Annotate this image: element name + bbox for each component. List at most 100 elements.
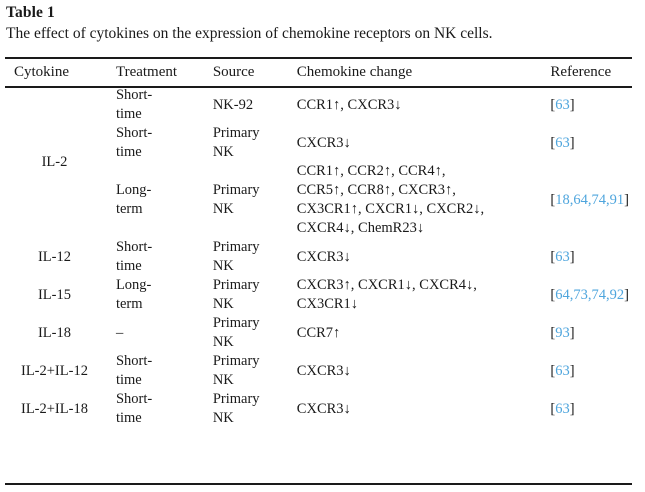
source-label: NK-92: [212, 96, 254, 113]
reference-bracket-open: [: [550, 324, 556, 341]
cell-chemokine-change: CXCR3↓: [292, 238, 516, 276]
chemokine-change-lines: CXCR3↓: [297, 248, 516, 267]
cytokine-label: IL-2: [41, 153, 68, 170]
chemokine-change-line: CX3CR1↑, CXCR1↓, CXCR2↓,: [296, 201, 485, 217]
table-header: Cytokine Treatment Source Chemokine chan…: [5, 59, 632, 86]
reference-number[interactable]: 64: [573, 191, 588, 208]
cell-reference: [64,73,74,92]: [515, 276, 632, 314]
cell-cytokine: IL-2: [5, 86, 109, 238]
table-label: Table 1: [6, 4, 55, 21]
reference-bracket-close: ]: [624, 191, 629, 208]
reference-bracket-open: [: [550, 400, 556, 417]
reference-bracket-close: ]: [569, 134, 575, 151]
cell-source: Primary NK: [204, 352, 292, 390]
reference-bracket-open: [: [550, 286, 556, 303]
chemokine-change-line: CCR1↑, CXCR3↓: [296, 96, 402, 113]
cytokine-label: IL-18: [37, 324, 71, 341]
table-caption-text: The effect of cytokines on the expressio…: [6, 25, 493, 42]
reference-bracket-close: ]: [569, 324, 575, 341]
reference-bracket-open: [: [550, 134, 556, 151]
reference-number[interactable]: 63: [555, 134, 570, 151]
source-label: Primary NK: [212, 239, 260, 274]
column-header-treatment: Treatment: [115, 64, 178, 80]
column-header-cytokine: Cytokine: [14, 64, 69, 80]
table-row: IL-2 Short-time NK-92 CCR1↑, CXCR3↓ [63]: [5, 86, 632, 170]
reference-number[interactable]: 74: [591, 286, 606, 303]
table-header-rule: [5, 86, 632, 88]
treatment-label: Short-time: [115, 125, 153, 160]
reference-bracket-open: [: [550, 248, 556, 265]
source-label: Primary NK: [212, 277, 260, 312]
cell-source: Primary NK: [204, 390, 292, 428]
table-header-row: Cytokine Treatment Source Chemokine chan…: [5, 59, 632, 86]
reference-number[interactable]: 73: [573, 286, 588, 303]
cell-chemokine-change: CXCR3↓: [292, 390, 516, 428]
chemokine-change-line: CCR1↑, CCR2↑, CCR4↑,: [296, 163, 446, 179]
reference-number[interactable]: 93: [555, 324, 570, 341]
treatment-label: Short-time: [115, 391, 153, 426]
treatment-label: Short-time: [115, 239, 153, 274]
cell-treatment: Short-time: [109, 86, 204, 124]
chemokine-change-lines: CCR7↑: [297, 324, 516, 343]
reference-number[interactable]: 74: [591, 191, 606, 208]
source-label: Primary NK: [212, 125, 260, 160]
chemokine-change-line: CX3CR1↓: [296, 296, 359, 312]
table-top-rule: [5, 57, 632, 59]
table-caption-block: Table 1 The effect of cytokines on the e…: [6, 3, 636, 45]
cell-treatment: Short-time: [109, 390, 204, 428]
table-row: IL-18 –Primary NK CCR7↑ [93]: [5, 314, 632, 352]
reference-citation[interactable]: [63]: [550, 134, 612, 153]
column-header-source: Source: [212, 64, 255, 80]
source-label: Primary NK: [212, 391, 260, 426]
reference-citation[interactable]: [63]: [550, 400, 612, 419]
cell-source: Primary NK: [204, 314, 292, 352]
cell-treatment: Long-term: [109, 162, 204, 238]
reference-citation[interactable]: [18,64,74,91]: [550, 191, 629, 208]
source-label: Primary NK: [212, 315, 260, 350]
cell-cytokine: IL-15: [5, 276, 109, 314]
cell-chemokine-change: CCR7↑: [292, 314, 516, 352]
cytokine-label: IL-12: [37, 248, 71, 265]
source-label: Primary NK: [212, 353, 260, 388]
cell-reference: [18,64,74,91]: [515, 162, 632, 238]
cell-treatment: Short-time: [109, 124, 204, 162]
source-label: Primary NK: [212, 182, 260, 217]
cell-treatment: Short-time: [109, 238, 204, 276]
reference-number[interactable]: 63: [555, 362, 570, 379]
reference-number[interactable]: 63: [555, 400, 570, 417]
chemokine-change-lines: CCR1↑, CXCR3↓: [297, 96, 516, 115]
reference-citation[interactable]: [63]: [550, 96, 612, 115]
chemokine-change-line: CXCR3↓: [296, 362, 351, 379]
cell-chemokine-change: CCR1↑, CCR2↑, CCR4↑,CCR5↑, CCR8↑, CXCR3↑…: [292, 162, 516, 238]
reference-number[interactable]: 18: [555, 191, 570, 208]
table-bottom-rule: [5, 483, 632, 485]
cell-reference: [93]: [515, 314, 632, 352]
reference-number[interactable]: 64: [555, 286, 570, 303]
reference-citation[interactable]: [63]: [550, 248, 612, 267]
cell-chemokine-change: CXCR3↓: [292, 124, 516, 162]
chemokine-change-lines: CXCR3↓: [297, 362, 516, 381]
reference-number[interactable]: 91: [609, 191, 625, 208]
treatment-label: Long-term: [115, 277, 152, 312]
chemokine-change-lines: CXCR3↓: [297, 400, 516, 419]
reference-bracket-close: ]: [569, 96, 575, 113]
cytokine-label: IL-2+IL-18: [20, 400, 88, 417]
data-table: Cytokine Treatment Source Chemokine chan…: [5, 59, 632, 428]
chemokine-change-line: CXCR4↓, ChemR23↓: [296, 220, 425, 236]
cell-treatment: Short-time: [109, 352, 204, 390]
chemokine-change-line: CXCR3↓: [296, 134, 351, 151]
cell-cytokine: IL-2+IL-18: [5, 390, 109, 428]
reference-number[interactable]: 63: [555, 248, 570, 265]
cell-treatment: –: [109, 314, 204, 352]
reference-citation[interactable]: [64,73,74,92]: [550, 286, 629, 303]
chemokine-change-line: CXCR3↓: [296, 248, 351, 265]
table-row: IL-2+IL-18 Short-time Primary NK CXCR3↓ [63]: [5, 390, 632, 428]
cell-cytokine: IL-12: [5, 238, 109, 276]
reference-citation[interactable]: [63]: [550, 362, 612, 381]
treatment-label: Long-term: [115, 182, 152, 217]
reference-number[interactable]: 92: [609, 286, 625, 303]
reference-number[interactable]: 63: [555, 96, 570, 113]
reference-citation[interactable]: [93]: [550, 324, 612, 343]
